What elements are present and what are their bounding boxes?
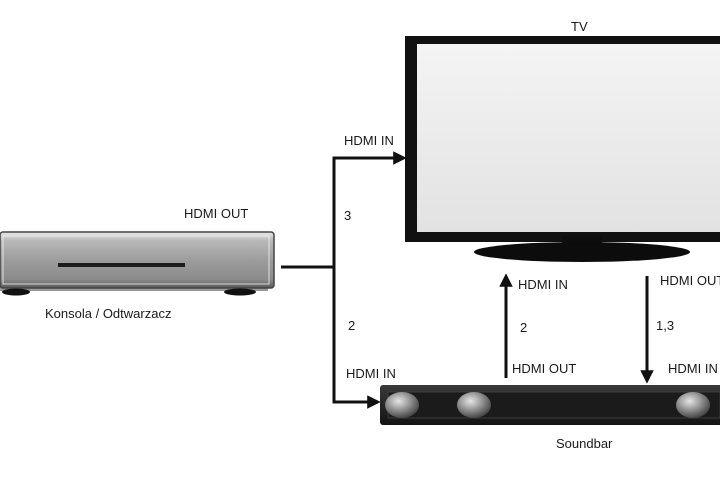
soundbar-hdmi-out-label: HDMI OUT (512, 361, 576, 376)
console-label: Konsola / Odtwarzacz (45, 306, 171, 321)
route-soundbar-tv-number: 2 (520, 320, 527, 335)
route-tv-soundbar-number: 1,3 (656, 318, 674, 333)
tv-hdmi-in-left-label: HDMI IN (344, 133, 394, 148)
console-foot-left (2, 288, 30, 296)
console-body (0, 231, 275, 289)
soundbar-grille (387, 391, 720, 419)
tv-label: TV (571, 19, 588, 34)
console-disc-slot (58, 263, 185, 267)
console-hdmi-out-label: HDMI OUT (184, 206, 248, 221)
soundbar-hdmi-in-left-label: HDMI IN (346, 366, 396, 381)
console-device (0, 231, 275, 296)
branch-cable (281, 151, 407, 409)
tv-stand (474, 242, 690, 262)
tv-device (405, 36, 720, 262)
soundbar-hdmi-in-right-label: HDMI IN (668, 361, 718, 376)
console-foot-right (224, 288, 256, 296)
tv-hdmi-out-label: HDMI OUT (660, 273, 720, 288)
soundbar-speaker-1 (385, 392, 419, 418)
soundbar-device (380, 385, 720, 425)
route-console-soundbar-number: 2 (348, 318, 355, 333)
soundbar-speaker-2 (457, 392, 491, 418)
tv-screen (417, 44, 720, 232)
tv-hdmi-in-bottom-label: HDMI IN (518, 277, 568, 292)
soundbar-label: Soundbar (556, 436, 613, 451)
console-front-panel (2, 235, 270, 285)
soundbar-speaker-3 (676, 392, 710, 418)
route-console-tv-number: 3 (344, 208, 351, 223)
